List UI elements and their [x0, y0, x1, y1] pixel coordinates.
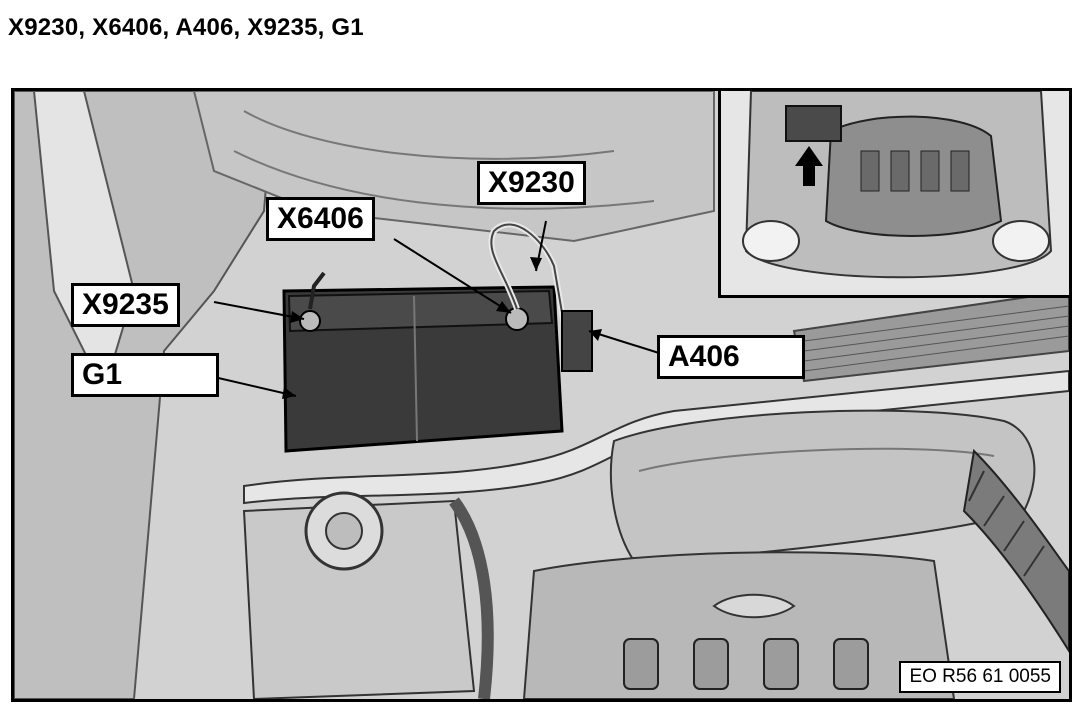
page-title: X9230, X6406, A406, X9235, G1	[8, 14, 364, 41]
cable-rail	[243, 369, 1069, 505]
engine-bay-illustration: X9230 X6406 X9235 G1 A406 EO R56 61 0055	[11, 88, 1072, 702]
inset-overview	[718, 91, 1069, 298]
arrow-up-icon	[795, 146, 823, 186]
strut-tower	[242, 499, 476, 699]
inset-battery	[785, 105, 842, 142]
inset-drawing	[721, 91, 1069, 295]
intake-hose	[962, 448, 1069, 653]
callout-g1: G1	[71, 353, 219, 397]
callout-a406: A406	[657, 335, 805, 379]
callout-x9235: X9235	[71, 283, 180, 327]
reference-code: EO R56 61 0055	[899, 661, 1061, 693]
callout-x9230: X9230	[477, 161, 586, 205]
engine-logo	[712, 593, 796, 619]
module-a406	[561, 310, 593, 372]
leader-arrowheads	[282, 257, 602, 399]
engine-block	[522, 551, 956, 699]
terminal-x9235	[299, 310, 321, 332]
callout-x6406: X6406	[266, 197, 375, 241]
